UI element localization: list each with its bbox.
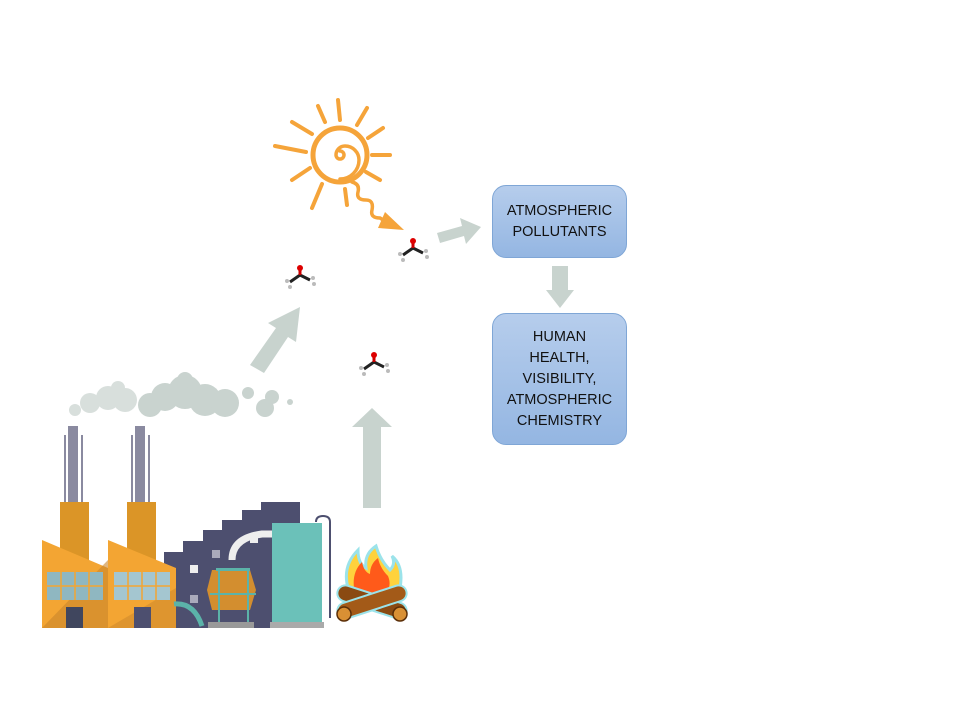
atmospheric-pollutants-label: ATMOSPHERIC POLLUTANTS: [506, 202, 613, 240]
smoke-cloud: [69, 372, 293, 417]
impacts-label: HUMAN HEALTH, VISIBILITY, ATMOSPHERIC CH…: [506, 328, 613, 429]
sun-icon: [273, 98, 392, 225]
arrow-to-pollutants: [437, 218, 481, 244]
molecule-icon: [359, 352, 390, 376]
arrow-fire-upward: [352, 408, 392, 508]
campfire-icon: [336, 543, 408, 622]
atmospheric-pollutants-box: ATMOSPHERIC POLLUTANTS: [492, 185, 627, 258]
impacts-box: HUMAN HEALTH, VISIBILITY, ATMOSPHERIC CH…: [492, 313, 627, 445]
sunlight-arrowhead: [378, 212, 404, 230]
arrow-pollutants-to-impacts: [546, 266, 574, 308]
arrow-smoke-to-molecule: [250, 307, 300, 373]
factory-illustration: [42, 426, 331, 628]
molecule-icon: [398, 238, 429, 262]
molecule-icon: [285, 265, 316, 289]
